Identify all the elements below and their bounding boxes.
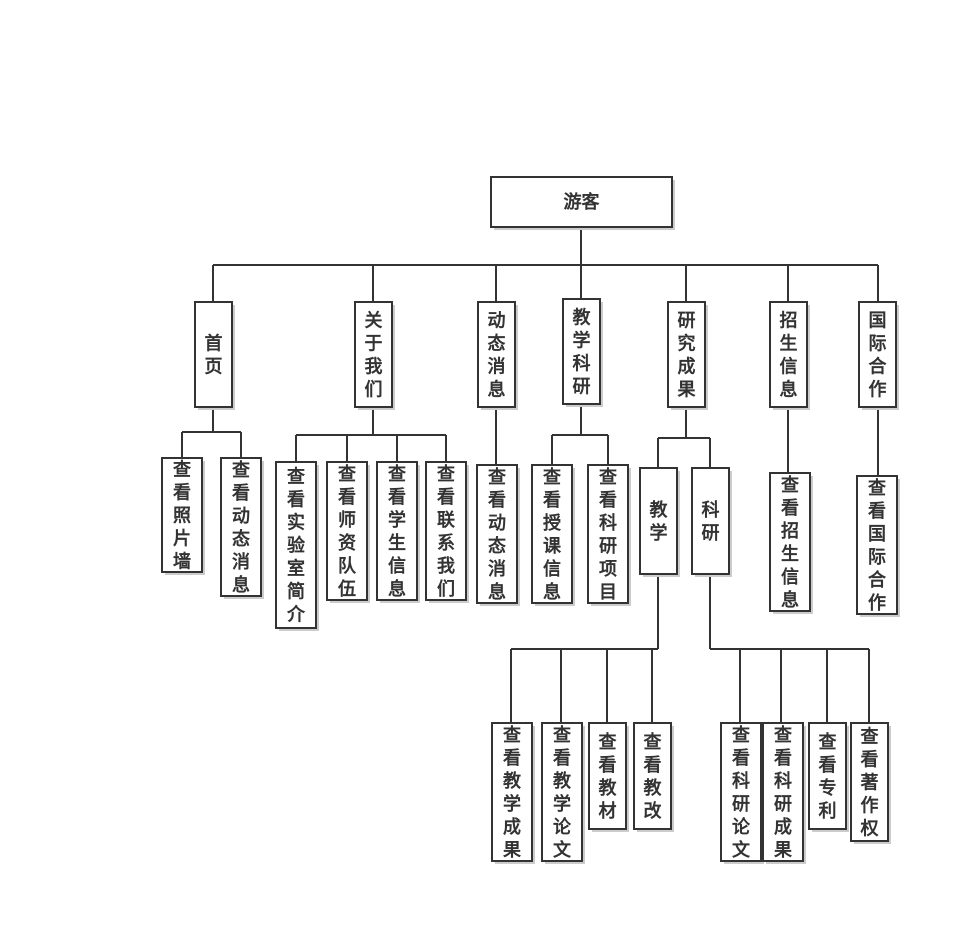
node-box: [720, 722, 762, 862]
node-label: 游客: [564, 191, 601, 213]
node-label: 首页: [205, 333, 223, 378]
node-tr-courses: 查看授课信息: [531, 464, 575, 606]
node-label: 查看教改: [643, 731, 663, 822]
node-news: 动态消息: [477, 301, 518, 410]
node-t-textbooks: 查看教材: [588, 722, 629, 832]
node-about-faculty: 查看师资队伍: [326, 461, 370, 603]
node-label: 查看教学成果: [502, 724, 522, 861]
node-label: 关于我们: [365, 310, 383, 401]
node-box: [531, 464, 573, 604]
node-about-contact: 查看联系我们: [425, 461, 469, 603]
node-label: 查看动态消息: [487, 466, 506, 603]
node-label: 教学科研: [573, 307, 592, 398]
node-r-copyright: 查看著作权: [850, 722, 891, 844]
node-box: [858, 301, 897, 408]
node-t-reform: 查看教改: [633, 722, 674, 832]
node-label: 科研: [702, 499, 720, 544]
node-box: [326, 461, 368, 601]
node-intl-view: 查看国际合作: [856, 475, 900, 617]
node-label: 查看照片墙: [172, 459, 191, 573]
node-about-students: 查看学生信息: [376, 461, 420, 603]
node-label: 研究成果: [677, 311, 697, 401]
node-t-papers: 查看教学论文: [541, 722, 585, 864]
node-teaching-research: 教学科研: [562, 298, 603, 407]
node-box: [194, 301, 233, 408]
node-label: 招生信息: [780, 310, 798, 401]
node-box: [667, 301, 706, 408]
node-box: [588, 722, 627, 830]
node-label: 查看授课信息: [542, 466, 562, 603]
node-label: 查看学生信息: [387, 463, 406, 600]
node-box: [562, 298, 601, 405]
node-box: [856, 475, 898, 615]
node-results-teaching: 教学: [639, 467, 680, 577]
node-box: [769, 301, 808, 408]
node-box: [476, 464, 518, 604]
node-home-photos: 查看照片墙: [161, 457, 205, 575]
node-box: [587, 464, 629, 604]
node-label: 查看联系我们: [436, 463, 455, 600]
node-label: 查看师资队伍: [337, 463, 357, 600]
node-label: 动态消息: [488, 311, 506, 401]
node-label: 查看专利: [818, 731, 837, 822]
node-label: 查看科研论文: [731, 724, 751, 861]
node-box: [633, 722, 672, 830]
node-results-research: 科研: [691, 467, 732, 577]
node-results: 研究成果: [667, 301, 708, 410]
node-home-news: 查看动态消息: [220, 457, 264, 599]
node-intl: 国际合作: [858, 301, 899, 410]
nodes: 游客首页关于我们动态消息教学科研研究成果招生信息国际合作查看照片墙查看动态消息查…: [161, 176, 900, 864]
node-label: 查看招生信息: [780, 474, 799, 611]
node-r-papers: 查看科研论文: [720, 722, 764, 864]
node-label: 查看教学论文: [552, 724, 572, 861]
node-box: [769, 472, 811, 612]
node-box: [762, 722, 804, 862]
node-t-results: 查看教学成果: [491, 722, 535, 864]
node-label: 查看科研项目: [598, 466, 617, 603]
node-label: 教学: [650, 499, 669, 544]
node-home: 首页: [194, 301, 235, 410]
node-label: 查看国际合作: [867, 477, 887, 614]
node-news-view: 查看动态消息: [476, 464, 520, 606]
node-tr-projects: 查看科研项目: [587, 464, 631, 606]
node-box: [639, 467, 678, 575]
node-about-lab: 查看实验室简介: [275, 461, 319, 631]
node-box: [220, 457, 262, 597]
node-admission: 招生信息: [769, 301, 810, 410]
node-box: [850, 722, 889, 842]
node-r-results: 查看科研成果: [762, 722, 806, 864]
node-box: [477, 301, 516, 408]
node-root: 游客: [490, 176, 675, 230]
node-label: 查看著作权: [860, 726, 880, 840]
connectors: [181, 227, 879, 723]
node-box: [376, 461, 418, 601]
node-box: [275, 461, 317, 629]
node-label: 查看科研成果: [773, 724, 793, 861]
node-box: [354, 301, 393, 408]
node-box: [541, 722, 583, 862]
node-about: 关于我们: [354, 301, 395, 410]
node-box: [691, 467, 730, 575]
node-box: [490, 176, 673, 228]
node-admission-view: 查看招生信息: [769, 472, 813, 614]
node-label: 查看教材: [598, 731, 618, 822]
node-box: [808, 722, 847, 830]
node-r-patents: 查看专利: [808, 722, 849, 832]
node-box: [425, 461, 467, 601]
node-box: [161, 457, 203, 573]
node-label: 国际合作: [869, 311, 888, 401]
node-label: 查看动态消息: [231, 459, 250, 596]
node-label: 查看实验室简介: [286, 466, 306, 626]
node-box: [491, 722, 533, 862]
